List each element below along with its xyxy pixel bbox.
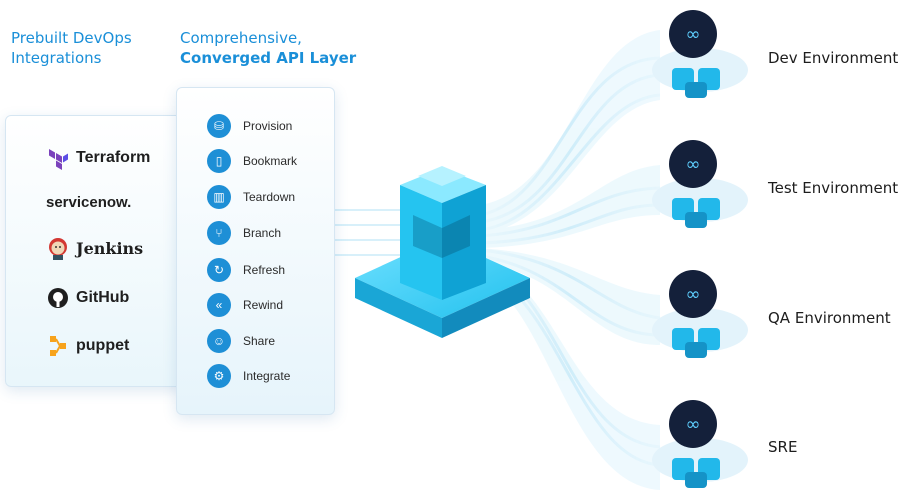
api-action-label: Integrate — [243, 369, 291, 383]
svg-text:∞: ∞ — [686, 414, 701, 435]
tool-jenkins[interactable]: Jenkins — [46, 236, 143, 260]
github-logo-icon — [48, 288, 68, 308]
env-label-sre[interactable]: SRE — [768, 438, 798, 456]
api-action-label: Branch — [243, 226, 282, 240]
tool-name: GitHub — [76, 289, 130, 306]
integrations-heading: Prebuilt DevOps Integrations — [11, 28, 171, 68]
bookmark-icon: ▯ — [207, 149, 231, 173]
tool-terraform[interactable]: Terraform — [46, 146, 150, 170]
api-action-label: Rewind — [243, 298, 284, 312]
svg-text:∞: ∞ — [686, 284, 701, 305]
svg-text:∞: ∞ — [686, 24, 701, 45]
api-action-rewind[interactable]: « Rewind — [207, 293, 283, 317]
api-layer-heading: Comprehensive, Converged API Layer — [180, 28, 380, 68]
tool-puppet[interactable]: puppet — [46, 334, 129, 358]
share-users-icon: ☺ — [207, 329, 231, 353]
jenkins-logo-icon — [49, 238, 67, 260]
database-provision-icon: ⛁ — [207, 114, 231, 138]
api-layer-heading-line2: Converged API Layer — [180, 49, 357, 67]
api-action-teardown[interactable]: ▥ Teardown — [207, 185, 295, 209]
trash-icon: ▥ — [207, 185, 231, 209]
api-action-integrate[interactable]: ⚙ Integrate — [207, 364, 290, 388]
env-label-test[interactable]: Test Environment — [768, 179, 899, 197]
api-action-refresh[interactable]: ↻ Refresh — [207, 258, 285, 282]
converged-api-cube — [355, 166, 530, 338]
api-action-label: Teardown — [243, 190, 296, 204]
test-environment-icon: ∞ — [652, 140, 748, 228]
refresh-icon: ↻ — [207, 258, 231, 282]
outgoing-flow-fan — [479, 56, 661, 467]
puppet-logo-icon — [50, 336, 66, 356]
tool-github[interactable]: GitHub — [46, 286, 129, 310]
api-action-bookmark[interactable]: ▯ Bookmark — [207, 149, 297, 173]
integrations-heading-line2: Integrations — [11, 49, 102, 67]
tool-servicenow[interactable]: servicenow. — [46, 194, 131, 211]
integrate-gear-icon: ⚙ — [207, 364, 231, 388]
api-action-label: Refresh — [243, 263, 286, 277]
rewind-icon: « — [207, 293, 231, 317]
qa-environment-icon: ∞ — [652, 270, 748, 358]
tool-name: puppet — [76, 337, 130, 354]
devops-integrations-card: Terraform servicenow. Jenkins GitHub pu — [5, 115, 185, 387]
api-layer-heading-line1: Comprehensive, — [180, 29, 302, 47]
outgoing-flow-haze — [480, 30, 660, 490]
api-action-label: Provision — [243, 119, 293, 133]
sre-environment-icon: ∞ — [652, 400, 748, 488]
api-action-share[interactable]: ☺ Share — [207, 329, 275, 353]
api-action-label: Bookmark — [243, 154, 298, 168]
api-action-provision[interactable]: ⛁ Provision — [207, 114, 292, 138]
api-action-label: Share — [243, 334, 276, 348]
branch-icon: ⑂ — [207, 221, 231, 245]
dev-environment-icon: ∞ — [652, 10, 748, 98]
tool-name: Terraform — [76, 149, 151, 166]
tool-name: Jenkins — [76, 238, 144, 258]
env-label-dev[interactable]: Dev Environment — [768, 49, 899, 67]
api-layer-card: ⛁ Provision ▯ Bookmark ▥ Teardown ⑂ Bran… — [176, 87, 335, 415]
env-label-qa[interactable]: QA Environment — [768, 309, 891, 327]
api-action-branch[interactable]: ⑂ Branch — [207, 221, 281, 245]
terraform-logo-icon — [49, 149, 68, 170]
integrations-heading-line1: Prebuilt DevOps — [11, 29, 132, 47]
tool-name: servicenow. — [46, 194, 132, 211]
svg-text:∞: ∞ — [686, 154, 701, 175]
